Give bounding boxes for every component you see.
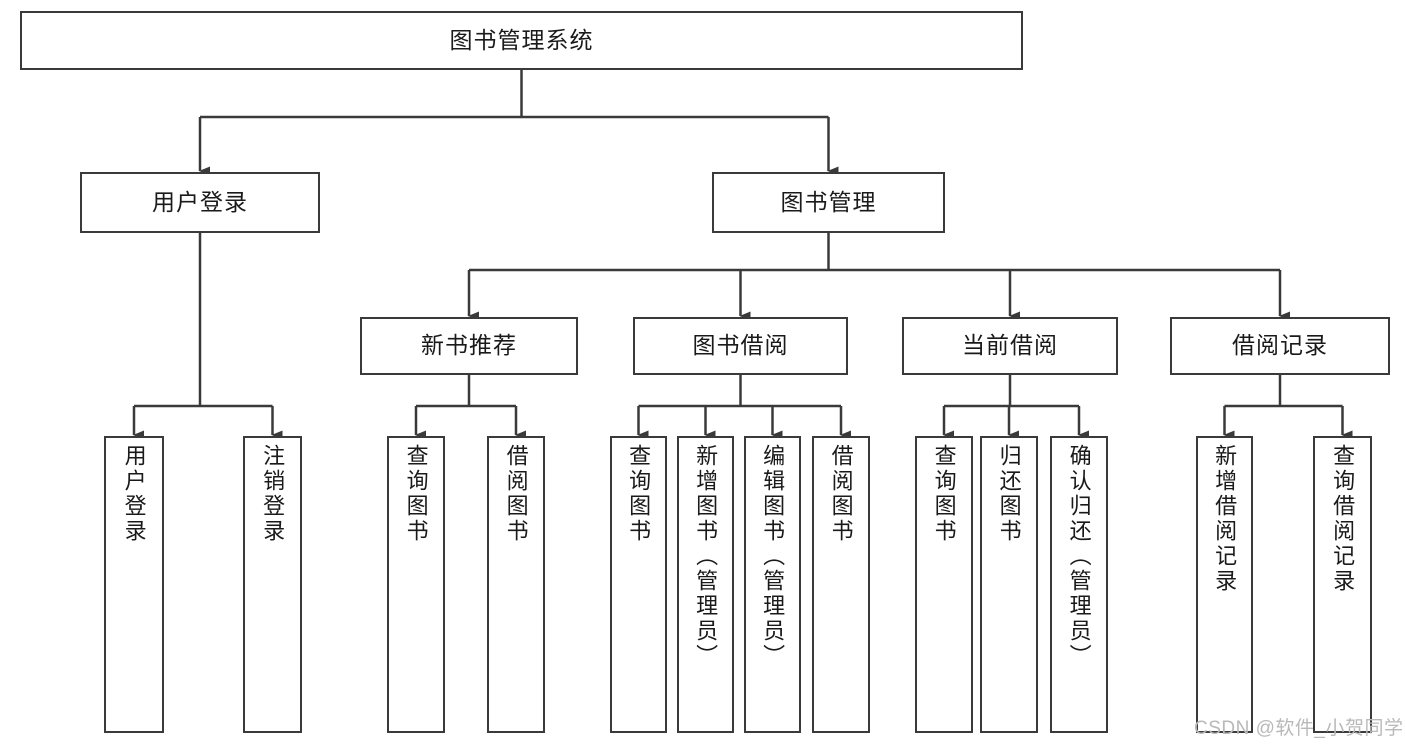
edge-group [132,70,1353,440]
node-leaf-login[interactable]: 用户登录 [104,436,164,733]
node-label: 新增图书（管理员） [693,444,719,669]
node-label: 用户登录 [121,444,147,544]
node-label: 图书管理系统 [449,26,594,53]
node-label: 查询图书 [403,444,429,544]
node-user-login[interactable]: 用户登录 [80,172,320,233]
node-label: 查询图书 [931,444,957,544]
node-label: 查询图书 [626,444,652,544]
node-current-borrow[interactable]: 当前借阅 [902,317,1118,375]
node-leaf-confirm[interactable]: 确认归还（管理员） [1050,436,1108,733]
node-label: 查询借阅记录 [1330,444,1356,594]
node-label: 借阅图书 [503,444,529,544]
node-leaf-return[interactable]: 归还图书 [980,436,1038,733]
node-label: 图书管理 [780,188,877,215]
node-book-manage[interactable]: 图书管理 [712,172,945,233]
node-label: 当前借阅 [962,332,1058,359]
node-leaf-add-rec[interactable]: 新增借阅记录 [1196,436,1253,733]
node-label: 归还图书 [996,444,1022,544]
node-label: 借阅记录 [1232,332,1328,359]
node-label: 确认归还（管理员） [1066,444,1092,669]
node-label: 用户登录 [152,188,248,215]
node-leaf-logout[interactable]: 注销登录 [243,436,302,733]
node-book-borrow[interactable]: 图书借阅 [633,317,848,375]
node-new-book-rec[interactable]: 新书推荐 [360,317,578,375]
node-leaf-query-rec[interactable]: 查询借阅记录 [1313,436,1372,733]
node-leaf-borrow-2[interactable]: 借阅图书 [812,436,870,733]
node-label: 注销登录 [260,444,286,544]
node-root[interactable]: 图书管理系统 [20,11,1023,70]
node-label: 借阅图书 [828,444,854,544]
node-label: 编辑图书（管理员） [760,444,786,669]
node-leaf-query-1[interactable]: 查询图书 [387,436,445,733]
node-label: 新书推荐 [421,332,517,359]
node-label: 新增借阅记录 [1212,444,1238,594]
watermark: CSDN @软件_小贺同学 [1194,718,1404,739]
node-leaf-query-3[interactable]: 查询图书 [915,436,973,733]
node-leaf-add-book[interactable]: 新增图书（管理员） [677,436,734,733]
node-borrow-record[interactable]: 借阅记录 [1170,317,1390,375]
node-leaf-edit-book[interactable]: 编辑图书（管理员） [744,436,801,733]
node-leaf-borrow-1[interactable]: 借阅图书 [487,436,545,733]
node-leaf-query-2[interactable]: 查询图书 [610,436,667,733]
node-label: 图书借阅 [692,332,789,359]
